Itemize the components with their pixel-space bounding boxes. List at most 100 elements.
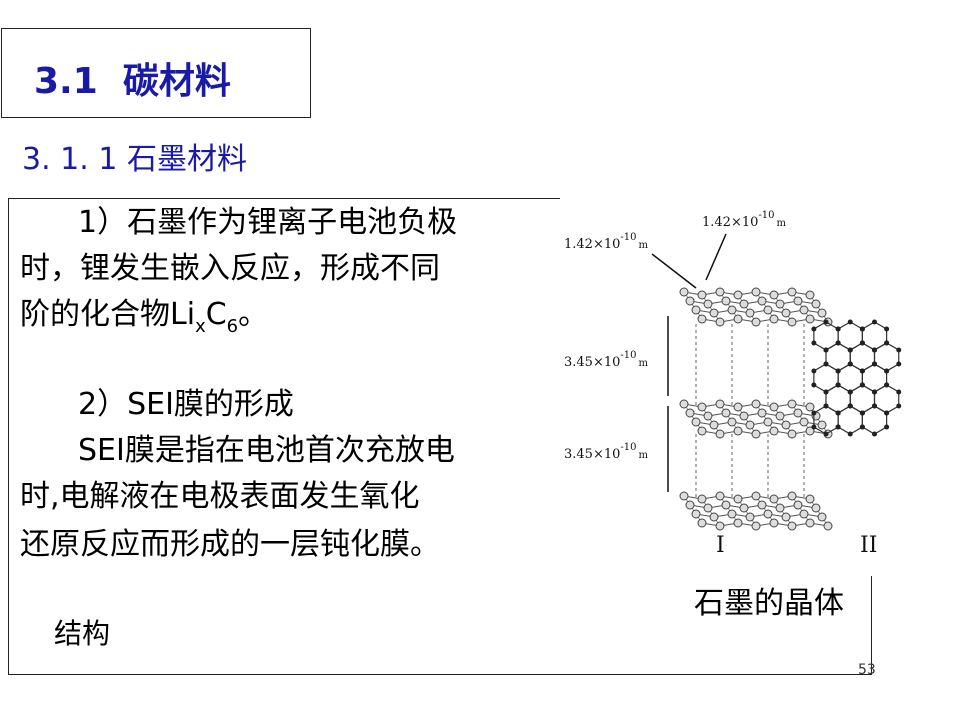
atom [727,417,737,427]
atom [763,509,773,519]
atom [793,500,803,510]
atom [763,417,773,427]
atom [685,500,695,510]
atom [757,500,767,510]
atom [871,319,877,325]
atom [859,424,865,430]
atom [757,408,767,418]
figure-caption: 石墨的晶体 [694,586,844,621]
atom [775,503,785,513]
atom [896,347,902,353]
atom [745,512,755,522]
atom [884,326,890,332]
atom [769,426,779,436]
atom [751,521,761,531]
fig-label-mid2: 3.45×10-10m [564,442,649,462]
atom [751,287,761,297]
atom [835,340,841,346]
fig-label-I: I [716,533,725,558]
atom [871,403,877,409]
atom [799,417,809,427]
atom [811,424,817,430]
content-frame-bottom [8,674,872,675]
atom [733,494,743,504]
p1-line1: 1）石墨作为锂离子电池负极 [78,205,458,240]
atom [811,382,817,388]
atom [811,410,817,416]
atom [715,287,725,297]
atom [884,424,890,430]
atom [751,429,761,439]
atom [871,389,877,395]
atom [787,399,797,409]
content-frame-top [8,198,560,199]
atom [871,361,877,367]
atom [733,426,743,436]
atom [733,402,743,412]
atom [847,431,853,437]
atom [896,389,902,395]
atom [823,389,829,395]
fig-label-II: II [860,533,877,558]
atom [847,319,853,325]
atom [811,503,821,513]
caption-continuation: 结构 [54,617,111,650]
atom [859,340,865,346]
atom [709,512,719,522]
fig-label-top: 1.42×10-10m [702,210,787,230]
atom [787,429,797,439]
atom [847,389,853,395]
atom [685,408,695,418]
atom [697,402,707,412]
atom [739,411,749,421]
atom [775,411,785,421]
section-subtitle: 3. 1. 1 石墨材料 [22,142,247,177]
p1-line3: 阶的化合物LixC6。 [20,297,269,337]
title-number: 3.1 [34,61,98,102]
atom [751,399,761,409]
atom [685,296,695,306]
atom [709,420,719,430]
atom [805,518,815,528]
atom [703,411,713,421]
atom [817,512,827,522]
atom [769,518,779,528]
atom [697,518,707,528]
atom [751,491,761,501]
atom [781,308,791,318]
atom [697,494,707,504]
atom [697,314,707,324]
p2-line3: 时,电解液在电极表面发生氧化 [20,479,420,514]
atom [835,326,841,332]
atom [787,317,797,327]
fig-label-left: 1.42×10-10m [564,232,649,252]
atom [715,317,725,327]
atom [745,308,755,318]
atom [835,410,841,416]
atom [811,299,821,309]
atom [715,399,725,409]
title-box [1,28,311,118]
p2-line1: 2）SEI膜的形成 [78,387,294,422]
atom [715,521,725,531]
atom [721,500,731,510]
atom [733,518,743,528]
graphite-layer [679,399,833,439]
atom [884,340,890,346]
atom [799,509,809,519]
atom [745,420,755,430]
atom [751,317,761,327]
page-number: 53 [858,662,876,678]
atom [823,521,833,531]
atom [727,305,737,315]
atom [733,314,743,324]
atom [697,426,707,436]
atom [811,326,817,332]
atom [721,408,731,418]
atom [703,503,713,513]
atom [703,299,713,309]
atom [787,521,797,531]
atom [769,494,779,504]
atom [691,417,701,427]
atom [787,287,797,297]
